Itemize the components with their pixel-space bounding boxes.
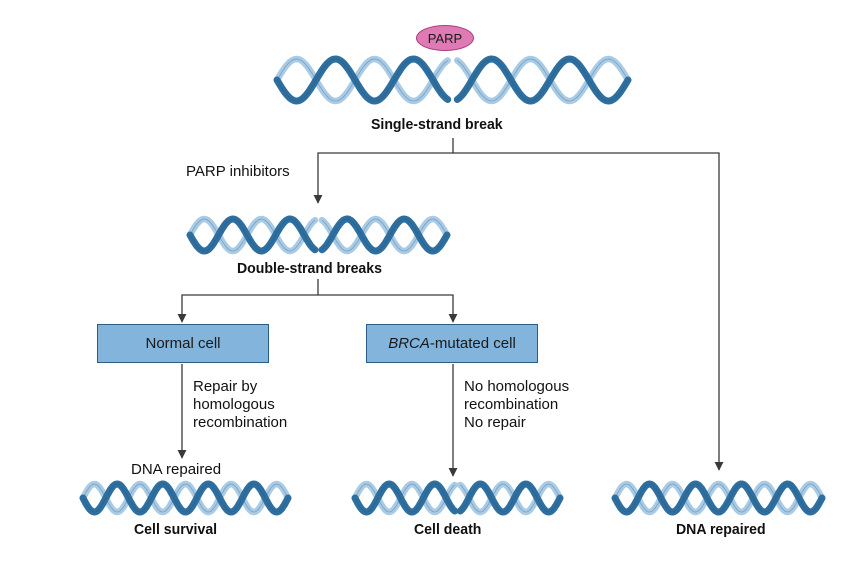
parp-inhibitors-label: PARP inhibitors — [186, 163, 290, 180]
dna-helix-cell-survival — [79, 480, 292, 516]
helix-strand-1-part-1 — [273, 55, 451, 105]
helix-strand-1-part-2 — [454, 55, 632, 105]
helix-strand-edge-2-part-2 — [457, 58, 629, 102]
brca-mutated-cell-box: BRCA-mutated cell — [366, 324, 538, 363]
cell-death-label: Cell death — [414, 521, 482, 538]
helix-strand-edge-2-part-2 — [321, 218, 448, 252]
dna-helix-double-strand-breaks — [186, 215, 451, 255]
dna-helix-dna-repaired — [611, 480, 826, 516]
cell-survival-label: Cell survival — [134, 521, 218, 538]
single-strand-break-label: Single-strand break — [371, 116, 503, 133]
helix-strand-edge-2-part-1 — [82, 483, 289, 513]
arrow-to-dna-repaired — [453, 152, 724, 471]
normal-cell-label: Normal cell — [145, 335, 221, 352]
arrow-to-brca-cell — [318, 294, 458, 323]
helix-strand-edge-2-part-1 — [354, 483, 455, 513]
helix-strand-edge-1-part-1 — [82, 483, 289, 513]
helix-strand-2-part-1 — [186, 215, 319, 255]
helix-strand-1-part-1 — [79, 480, 292, 516]
helix-strand-2-part-2 — [318, 215, 451, 255]
dna-helix-single-strand-break — [273, 55, 632, 105]
no-hr-no-repair-label: No homologous recombination No repair — [464, 378, 570, 431]
helix-strand-2-part-2 — [453, 55, 632, 105]
normal-cell-box: Normal cell — [97, 324, 269, 363]
helix-strand-1-part-2 — [457, 480, 564, 516]
parp-enzyme: PARP — [416, 25, 474, 51]
helix-strand-2-part-2 — [456, 480, 564, 516]
helix-strand-edge-2-part-1 — [614, 483, 823, 513]
helix-strand-edge-2-part-1 — [276, 58, 448, 102]
repair-by-hr-label: Repair by homologous recombination — [193, 378, 288, 431]
helix-strand-edge-1-part-1 — [189, 218, 316, 252]
helix-strand-edge-1-part-2 — [460, 483, 561, 513]
helix-strand-1-part-1 — [351, 480, 458, 516]
brca-mutated-cell-label: BRCA-mutated cell — [388, 335, 516, 352]
dna-helix-cell-death — [351, 480, 564, 516]
brca-suffix: -mutated cell — [429, 335, 516, 352]
helix-strand-edge-1-part-1 — [354, 483, 455, 513]
helix-strand-2-part-1 — [611, 480, 826, 516]
helix-strand-2-part-1 — [273, 55, 452, 105]
dna-repaired-right-label: DNA repaired — [676, 521, 766, 538]
helix-strand-1-part-1 — [611, 480, 826, 516]
dna-repaired-small-label: DNA repaired — [131, 461, 222, 478]
helix-strand-2-part-1 — [79, 480, 292, 516]
arrow-to-normal-cell — [177, 294, 318, 323]
helix-strand-edge-1-part-1 — [614, 483, 823, 513]
helix-strand-1-part-1 — [186, 215, 319, 255]
helix-strand-edge-1-part-1 — [276, 58, 448, 102]
brca-gene-name: BRCA — [388, 335, 430, 352]
helix-strand-2-part-1 — [351, 480, 459, 516]
parp-label: PARP — [427, 30, 463, 46]
helix-strand-edge-2-part-2 — [460, 483, 561, 513]
helix-strand-edge-1-part-2 — [321, 218, 448, 252]
helix-strand-edge-2-part-1 — [189, 218, 316, 252]
double-strand-breaks-label: Double-strand breaks — [237, 260, 382, 277]
arrow-to-double-strand-breaks — [313, 138, 454, 204]
helix-strand-edge-1-part-2 — [457, 58, 629, 102]
connectors — [177, 138, 724, 477]
helix-strand-1-part-2 — [318, 215, 451, 255]
